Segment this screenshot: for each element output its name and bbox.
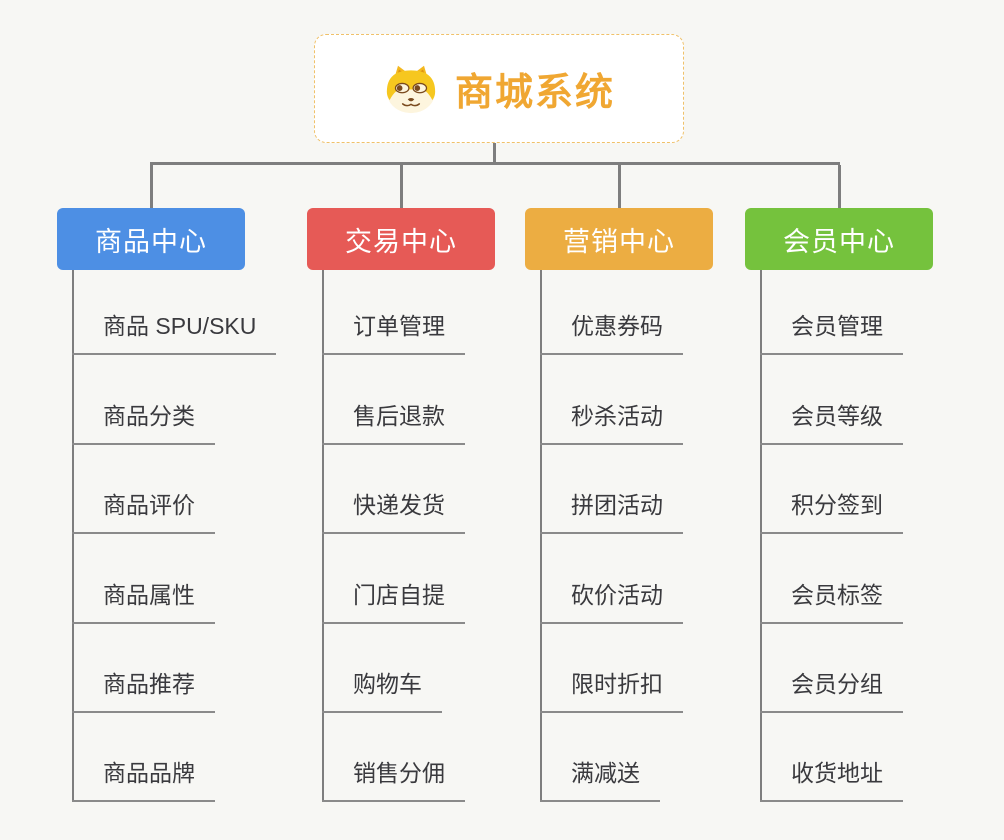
leaf-topic[interactable]: 会员分组 (760, 669, 903, 713)
leaf-topic[interactable]: 门店自提 (322, 580, 465, 624)
leaf-topic[interactable]: 优惠券码 (540, 311, 683, 355)
connector-root-stub (493, 143, 496, 163)
connector-drop-line (150, 165, 153, 208)
leaf-topic[interactable]: 购物车 (322, 669, 442, 713)
leaf-topic[interactable]: 会员管理 (760, 311, 903, 355)
connector-bus-line (150, 162, 840, 165)
leaf-topic[interactable]: 商品属性 (72, 580, 215, 624)
leaf-topic[interactable]: 商品品牌 (72, 758, 215, 802)
branch-connector-line (540, 270, 542, 800)
root-title: 商城系统 (454, 72, 615, 114)
leaf-topic[interactable]: 快递发货 (322, 490, 465, 534)
leaf-topic[interactable]: 销售分佣 (322, 758, 465, 802)
leaf-topic[interactable]: 售后退款 (322, 401, 465, 445)
branch-header[interactable]: 会员中心 (745, 208, 933, 270)
leaf-topic[interactable]: 订单管理 (322, 311, 465, 355)
branch-header[interactable]: 商品中心 (57, 208, 245, 270)
leaf-topic[interactable]: 商品分类 (72, 401, 215, 445)
leaf-topic[interactable]: 会员标签 (760, 580, 903, 624)
branch-member-center: 会员中心 会员管理 会员等级 积分签到 会员标签 会员分组 收货地址 (745, 208, 933, 808)
branch-header[interactable]: 交易中心 (307, 208, 495, 270)
leaf-topic[interactable]: 收货地址 (760, 758, 903, 802)
connector-drop-line (400, 165, 403, 208)
root-node[interactable]: 商城系统 (314, 34, 684, 143)
leaf-topic[interactable]: 砍价活动 (540, 580, 683, 624)
leaf-topic[interactable]: 会员等级 (760, 401, 903, 445)
connector-drop-line (838, 165, 841, 208)
branch-header[interactable]: 营销中心 (525, 208, 713, 270)
doge-icon (383, 63, 439, 115)
leaf-topic[interactable]: 满减送 (540, 758, 660, 802)
leaf-topic[interactable]: 秒杀活动 (540, 401, 683, 445)
branch-connector-line (760, 270, 762, 800)
connector-drop-line (618, 165, 621, 208)
leaf-topic[interactable]: 商品评价 (72, 490, 215, 534)
branch-connector-line (72, 270, 74, 800)
branch-marketing-center: 营销中心 优惠券码 秒杀活动 拼团活动 砍价活动 限时折扣 满减送 (525, 208, 713, 808)
leaf-topic[interactable]: 商品推荐 (72, 669, 215, 713)
branch-product-center: 商品中心 商品 SPU/SKU 商品分类 商品评价 商品属性 商品推荐 商品品牌 (57, 208, 277, 808)
leaf-topic[interactable]: 拼团活动 (540, 490, 683, 534)
leaf-topic[interactable]: 商品 SPU/SKU (72, 311, 277, 355)
leaf-topic[interactable]: 限时折扣 (540, 669, 683, 713)
branch-connector-line (322, 270, 324, 800)
leaf-topic[interactable]: 积分签到 (760, 490, 903, 534)
branch-trade-center: 交易中心 订单管理 售后退款 快递发货 门店自提 购物车 销售分佣 (307, 208, 495, 808)
